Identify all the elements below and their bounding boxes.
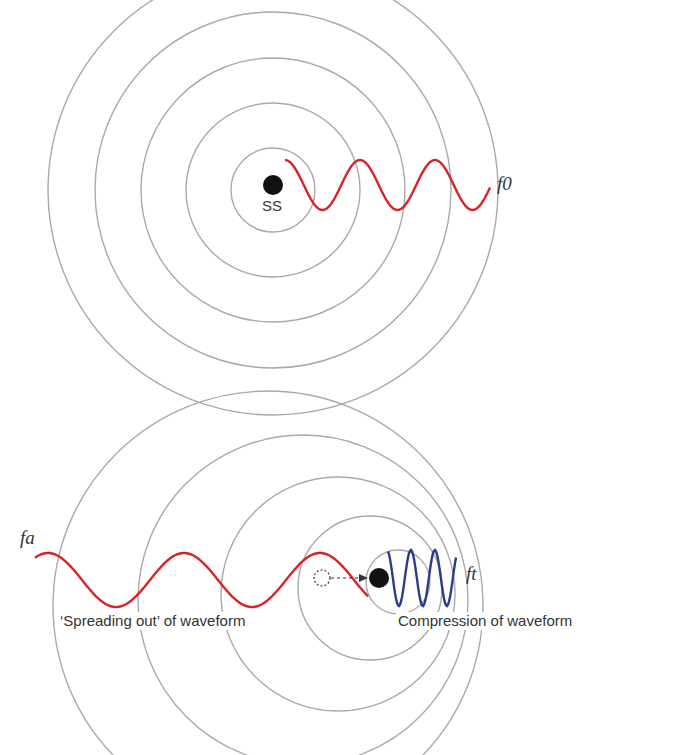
annotation: Compression of waveform [396,612,574,630]
stretched-wave [35,553,368,607]
motion-arrowhead [359,574,368,582]
wavefront [53,391,483,755]
frequency-label: ft [466,563,477,585]
wavefront [48,0,498,415]
emitted-wave [285,160,490,210]
wavefront [231,148,315,232]
frequency-label: f0 [497,173,512,195]
wavefront [141,58,405,322]
motion-arrow [331,577,362,578]
frequency-label: fa [20,527,35,549]
previous-position [314,570,330,586]
sound-source [263,175,283,195]
wavefront [298,516,442,660]
wavefront [221,477,455,711]
source-label: SS [262,197,282,215]
wavefront [138,435,468,755]
wavefront [186,103,360,277]
wavefront [95,12,451,368]
moving-source [369,568,389,588]
annotation: ‘Spreading out’ of waveform [58,612,247,630]
compressed-wave [388,550,456,606]
wavefront-circles [48,0,498,755]
